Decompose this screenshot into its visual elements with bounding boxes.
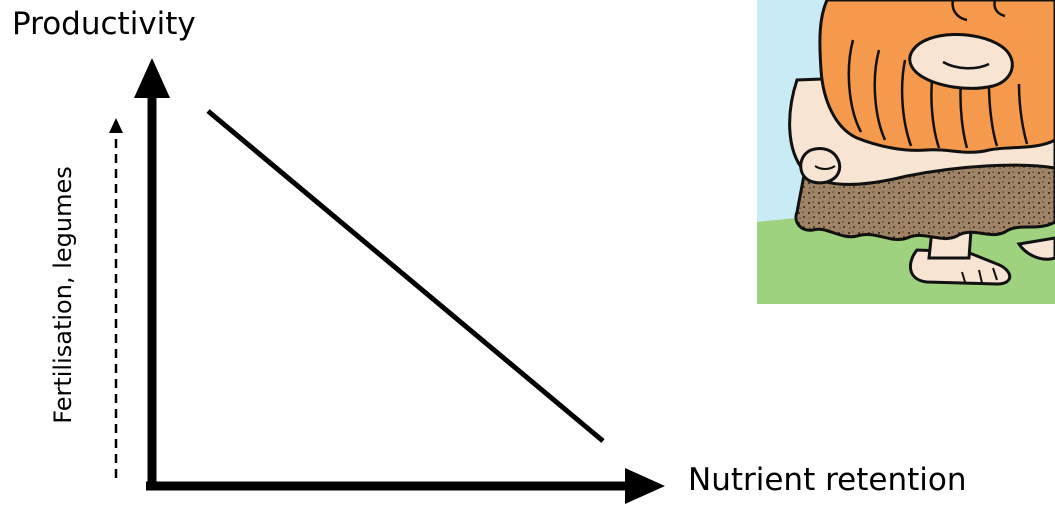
side-arrow-label: Fertilisation, legumes xyxy=(49,166,77,424)
caveman-cartoon-icon xyxy=(757,0,1055,304)
y-axis-label: Productivity xyxy=(12,6,196,42)
nose xyxy=(908,32,1014,90)
y-axis-arrowhead xyxy=(134,58,170,98)
x-axis-label: Nutrient retention xyxy=(688,462,967,498)
right-foot xyxy=(1016,236,1055,261)
dashed-arrowhead xyxy=(109,118,123,133)
x-axis-arrowhead xyxy=(625,468,665,504)
trend-line xyxy=(206,109,605,443)
hand xyxy=(799,147,842,185)
